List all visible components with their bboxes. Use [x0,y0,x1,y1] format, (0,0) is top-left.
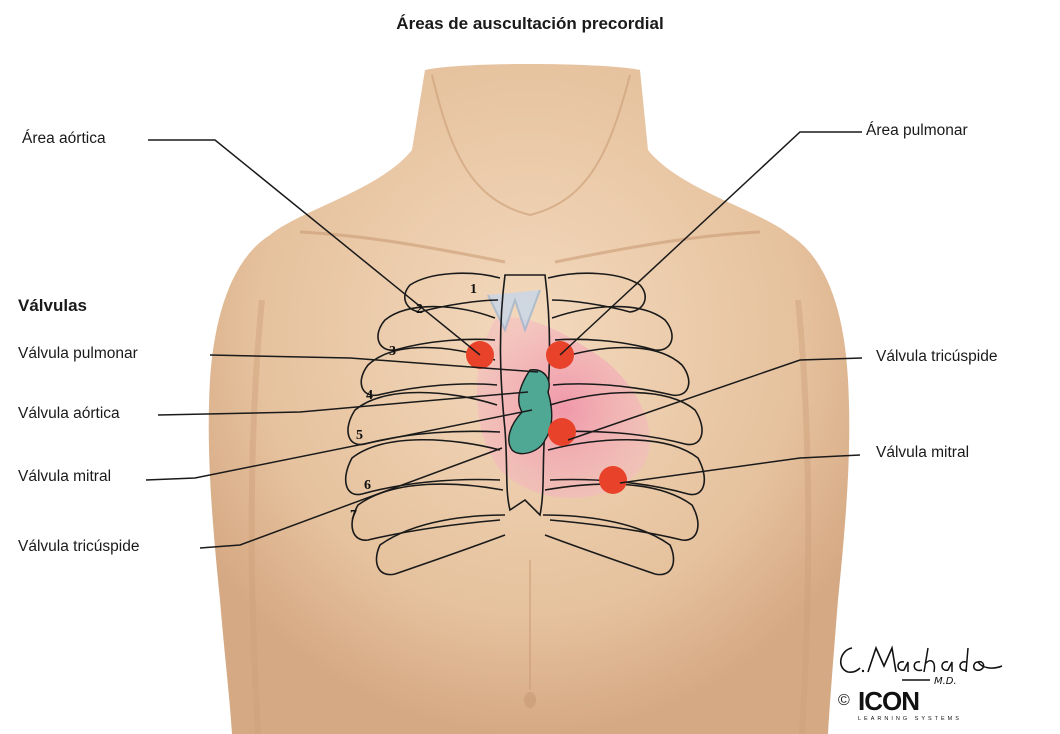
label-area-aortica: Área aórtica [22,130,106,148]
rib-number-5: 5 [356,428,363,444]
navel [524,692,536,708]
valvulas-heading: Válvulas [18,296,87,316]
label-valvula-aortica: Válvula aórtica [18,405,120,423]
point-tricuspid-area [548,418,576,446]
label-valvula-tricuspide-left: Válvula tricúspide [18,538,139,556]
brand-logo-text: ICON [858,686,919,717]
signature-graphic: M.D. [832,640,1032,690]
label-valvula-mitral-left: Válvula mitral [18,468,111,486]
label-valvula-pulmonar: Válvula pulmonar [18,345,138,363]
rib-number-7: 7 [350,508,357,524]
label-area-pulmonar: Área pulmonar [866,122,968,140]
label-valvula-mitral-right: Válvula mitral [876,444,969,462]
copyright-symbol: © [838,692,850,710]
signature-degree: M.D. [934,676,957,687]
artist-signature-logo: M.D. © ICON LEARNING SYSTEMS [832,640,1032,730]
diagram-title: Áreas de auscultación precordial [0,14,1060,34]
rib-number-4: 4 [366,388,373,404]
point-mitral-area [599,466,627,494]
label-valvula-tricuspide-right: Válvula tricúspide [876,348,997,366]
brand-subtitle: LEARNING SYSTEMS [858,716,962,722]
rib-number-3: 3 [389,344,396,360]
rib-number-2: 2 [416,302,423,318]
rib-number-1: 1 [470,282,477,298]
rib-number-6: 6 [364,478,371,494]
